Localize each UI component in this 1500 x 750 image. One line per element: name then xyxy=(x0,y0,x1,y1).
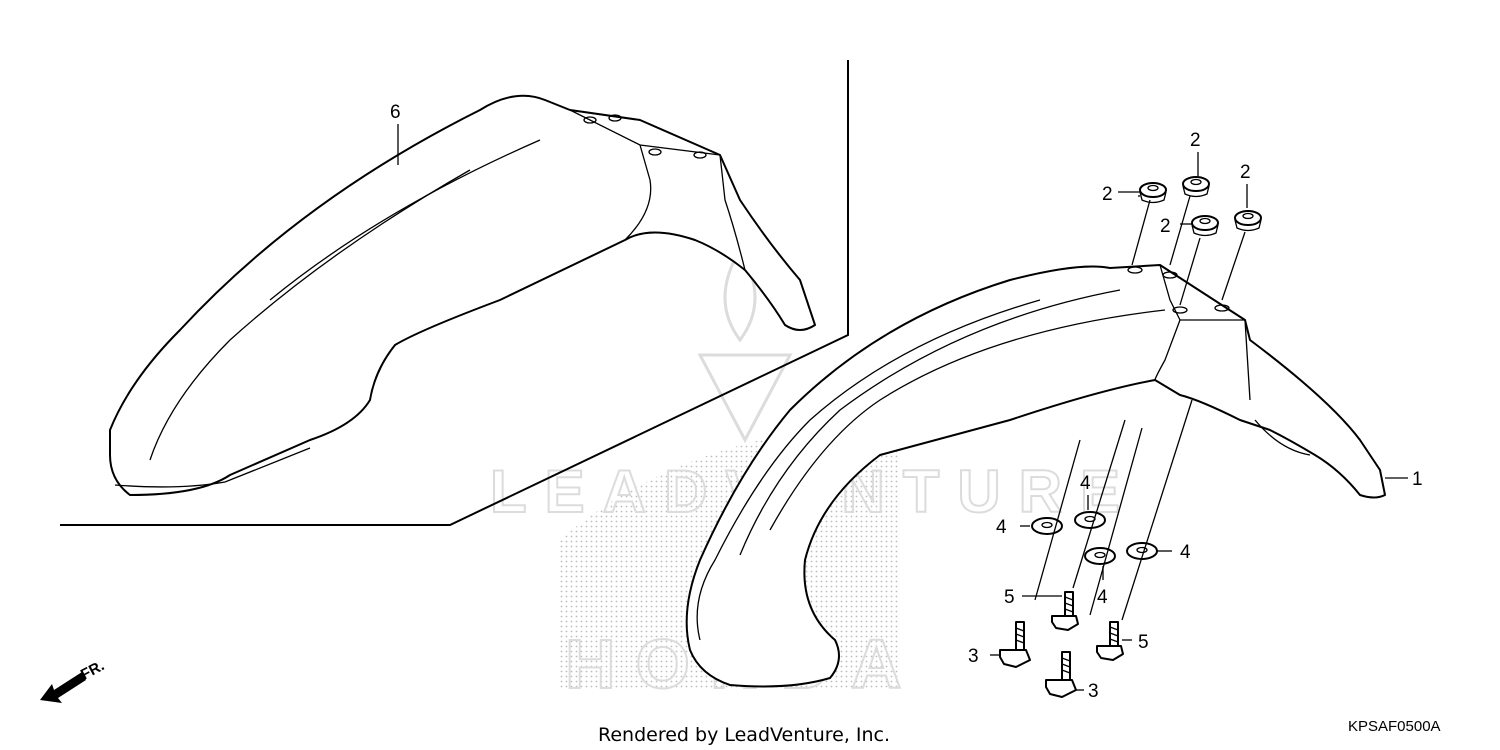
callout-4: 4 xyxy=(1097,587,1108,608)
front-direction-indicator: FR. xyxy=(40,657,107,703)
screw-part xyxy=(1051,591,1079,631)
bolts xyxy=(999,591,1124,698)
washer-part xyxy=(1074,511,1106,529)
washer-part xyxy=(1084,547,1116,565)
callout-4: 4 xyxy=(1080,473,1091,494)
collar-part xyxy=(1139,182,1167,204)
collar-part xyxy=(1191,215,1219,237)
fender-drawing xyxy=(685,264,1386,688)
credit-text: Rendered by LeadVenture, Inc. xyxy=(598,724,890,746)
callout-2: 2 xyxy=(1190,130,1201,151)
callout-2: 2 xyxy=(1240,162,1251,183)
fender-alt-drawing xyxy=(109,94,816,496)
callout-2: 2 xyxy=(1160,216,1171,237)
callout-1: 1 xyxy=(1412,469,1423,490)
callout-4: 4 xyxy=(996,517,1007,538)
callout-5: 5 xyxy=(1004,587,1015,608)
leader-lines xyxy=(397,124,1408,691)
screw-part xyxy=(1096,621,1124,661)
bolt-part xyxy=(999,621,1031,668)
inset-frame xyxy=(60,60,849,526)
bolt-part xyxy=(1045,651,1077,698)
diagram-code: KPSAF0500A xyxy=(1348,718,1441,735)
callout-4: 4 xyxy=(1180,542,1191,563)
callout-6: 6 xyxy=(390,102,401,123)
callout-2: 2 xyxy=(1102,184,1113,205)
collars xyxy=(1139,176,1262,237)
collar-part xyxy=(1234,210,1262,232)
callout-5: 5 xyxy=(1138,632,1149,653)
arrow-icon xyxy=(40,672,86,703)
callout-3: 3 xyxy=(1088,681,1099,702)
collar-part xyxy=(1182,176,1210,198)
callout-3: 3 xyxy=(968,646,979,667)
